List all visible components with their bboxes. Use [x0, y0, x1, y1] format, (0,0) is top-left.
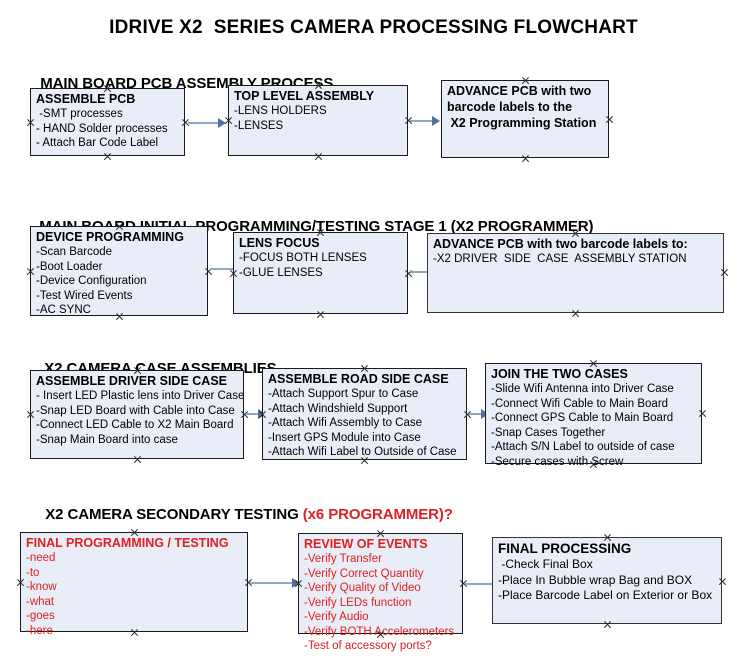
- box-line: -Boot Loader: [36, 260, 103, 273]
- box-line: -AC SYNC: [36, 304, 91, 316]
- box-line: -Attach Wifi Assembly to Case: [268, 417, 423, 429]
- box-line: -Insert GPS Module into Case: [268, 431, 421, 444]
- box-title: JOIN THE TWO CASES: [491, 367, 628, 381]
- process-box-final-programming-testing[interactable]: FINAL PROGRAMMING / TESTING -need -to -k…: [20, 532, 248, 637]
- box-line: -SMT processes: [36, 108, 123, 120]
- box-title-cont: X2 Programming Station: [447, 116, 597, 130]
- box-title: LENS FOCUS: [239, 236, 320, 250]
- section-heading-text: X2 CAMERA SECONDARY TESTING: [45, 506, 303, 523]
- process-box-assemble-driver-side-case[interactable]: ASSEMBLE DRIVER SIDE CASE - Insert LED P…: [30, 370, 244, 459]
- process-box-join-two-cases[interactable]: JOIN THE TWO CASES -Slide Wifi Antenna i…: [485, 363, 702, 468]
- section-heading-accent: (x6 PROGRAMMER)?: [302, 506, 453, 523]
- process-box-assemble-pcb[interactable]: ASSEMBLE PCB -SMT processes - HAND Solde…: [30, 88, 185, 156]
- box-line: -Secure cases with Screw: [491, 455, 624, 468]
- box-title: REVIEW OF EVENTS: [304, 537, 428, 551]
- box-title: ASSEMBLE ROAD SIDE CASE: [268, 372, 449, 386]
- process-box-advance-pcb-2[interactable]: ADVANCE PCB with two barcode labels to: …: [427, 233, 724, 313]
- box-line: -Attach S/N Label to outside of case: [491, 441, 675, 453]
- box-line: -X2 DRIVER SIDE CASE ASSEMBLY STATION: [433, 253, 687, 265]
- box-line: - Insert LED Plastic lens into Driver Ca…: [36, 390, 245, 402]
- box-line: -Connect Wifi Cable to Main Board: [491, 397, 669, 410]
- box-line: -Verify Audio: [304, 611, 369, 623]
- box-line: -Check Final Box: [498, 557, 593, 571]
- box-line-overflow: -Test of accessory ports?: [304, 640, 432, 652]
- box-line: -Verify BOTH Accelerometers: [304, 625, 455, 638]
- box-line: -Snap LED Board with Cable into Case: [36, 404, 235, 417]
- process-box-advance-pcb-1[interactable]: ADVANCE PCB with two barcode labels to t…: [441, 80, 609, 158]
- box-line: -Verify Correct Quantity: [304, 567, 424, 580]
- box-line: -goes: [26, 610, 55, 622]
- box-title: ADVANCE PCB with two barcode labels to:: [433, 237, 688, 251]
- box-line: - HAND Solder processes: [36, 122, 168, 135]
- box-line: -here: [26, 624, 53, 637]
- box-line: -Connect LED Cable to X2 Main Board: [36, 419, 234, 431]
- box-line: -Test Wired Events: [36, 289, 133, 302]
- box-line: -to: [26, 566, 40, 579]
- box-title: FINAL PROGRAMMING / TESTING: [26, 536, 229, 550]
- box-line: -Place In Bubble wrap Bag and BOX: [498, 572, 693, 587]
- box-line: -Connect GPS Cable to Main Board: [491, 412, 674, 424]
- box-line: -Verify Transfer: [304, 553, 382, 565]
- process-box-device-programming[interactable]: DEVICE PROGRAMMING -Scan Barcode -Boot L…: [30, 226, 208, 316]
- box-line: -know: [26, 581, 57, 593]
- box-title: ADVANCE PCB with two: [447, 84, 592, 98]
- box-title: FINAL PROCESSING: [498, 541, 632, 556]
- box-line: -Slide Wifi Antenna into Driver Case: [491, 383, 674, 395]
- process-box-review-of-events[interactable]: REVIEW OF EVENTS -Verify Transfer -Verif…: [298, 533, 463, 652]
- box-line: -FOCUS BOTH LENSES: [239, 252, 367, 264]
- box-line: -Verify Quality of Video: [304, 582, 421, 594]
- box-line: -Verify LEDs function: [304, 596, 412, 609]
- box-title: ASSEMBLE DRIVER SIDE CASE: [36, 374, 228, 388]
- page-title: IDRIVE X2 SERIES CAMERA PROCESSING FLOWC…: [109, 17, 638, 38]
- box-line: -Attach Windshield Support: [268, 402, 408, 415]
- box-title-cont: barcode labels to the: [447, 100, 573, 114]
- box-line: -Snap Main Board into case: [36, 433, 178, 446]
- box-line: -Device Configuration: [36, 275, 147, 287]
- box-title: TOP LEVEL ASSEMBLY: [234, 89, 375, 103]
- section-heading-secondary-testing: X2 CAMERA SECONDARY TESTING (x6 PROGRAMM…: [29, 489, 453, 540]
- process-box-lens-focus[interactable]: LENS FOCUS -FOCUS BOTH LENSES -GLUE LENS…: [233, 232, 408, 314]
- box-line: -Attach Support Spur to Case: [268, 388, 419, 400]
- box-line: - Attach Bar Code Label: [36, 137, 159, 149]
- box-line: -LENSES: [234, 119, 284, 132]
- process-box-top-level-assembly[interactable]: TOP LEVEL ASSEMBLY -LENS HOLDERS -LENSES: [228, 85, 408, 156]
- box-title: ASSEMBLE PCB: [36, 92, 136, 106]
- box-line: -Snap Cases Together: [491, 426, 606, 439]
- process-box-final-processing[interactable]: FINAL PROCESSING -Check Final Box -Place…: [492, 537, 722, 624]
- box-line: -Scan Barcode: [36, 246, 113, 258]
- box-line: -LENS HOLDERS: [234, 105, 327, 117]
- box-line: -Place Barcode Label on Exterior or Box: [498, 588, 713, 602]
- process-box-assemble-road-side-case[interactable]: ASSEMBLE ROAD SIDE CASE -Attach Support …: [262, 368, 467, 460]
- box-line: -GLUE LENSES: [239, 266, 323, 279]
- box-title: DEVICE PROGRAMMING: [36, 230, 184, 244]
- box-line: -what: [26, 595, 55, 608]
- box-line: -Attach Wifi Label to Outside of Case: [268, 446, 457, 458]
- box-line: -need: [26, 552, 56, 564]
